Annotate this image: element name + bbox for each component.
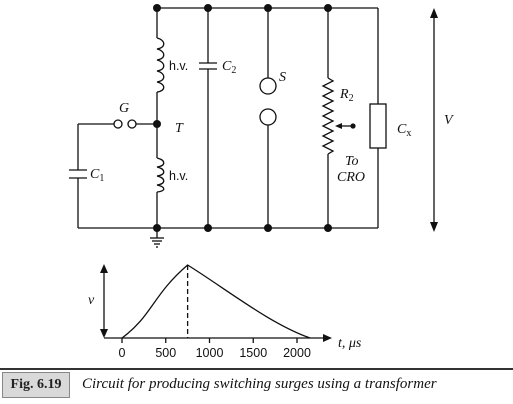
x-tick-label: 500: [155, 346, 176, 360]
label-hv-lower: h.v.: [169, 169, 188, 183]
junction-dots: [153, 4, 332, 232]
label-cx: Cx: [397, 122, 411, 139]
waveform-x-label: t, μs: [338, 336, 362, 351]
figure-number-box: Fig. 6.19: [2, 372, 70, 398]
x-tick-label: 0: [119, 346, 126, 360]
caption-rule: [0, 368, 513, 370]
test-object-cx: [369, 103, 387, 149]
cro-tap: [335, 123, 356, 129]
label-voltage-v: V: [444, 113, 454, 128]
figure-number: Fig. 6.19: [10, 377, 62, 392]
label-c2: C2: [222, 59, 236, 76]
label-transformer-t: T: [175, 121, 184, 136]
x-tick-label: 1500: [239, 346, 267, 360]
switching-surge-waveform: [121, 264, 311, 339]
transformer-upper-winding: [156, 37, 165, 93]
label-gap-g: G: [119, 101, 129, 116]
x-tick-label: 2000: [283, 346, 311, 360]
label-c1: C1: [90, 167, 104, 184]
label-to: To: [345, 154, 359, 169]
capacitor-c2: [199, 62, 217, 70]
figure-caption: Circuit for producing switching surges u…: [82, 376, 437, 392]
circuit-wires: [77, 7, 379, 238]
capacitor-c1: [69, 169, 87, 179]
ground-icon: [150, 237, 164, 248]
transformer-lower-winding: [156, 157, 165, 193]
waveform-y-label: v: [88, 293, 95, 308]
x-tick-label: 1000: [196, 346, 224, 360]
waveform-plot: 0 500 1000 1500 2000: [100, 264, 332, 360]
x-axis-ticks: 0 500 1000 1500 2000: [119, 338, 311, 360]
voltage-arrow: [430, 8, 438, 232]
sphere-gap-s: [259, 77, 277, 126]
spark-gap-g: [113, 119, 137, 129]
label-sphere-gap-s: S: [279, 70, 286, 85]
label-cro: CRO: [337, 170, 365, 185]
amplitude-arrow: [100, 264, 108, 338]
label-r2: R2: [339, 87, 354, 104]
resistor-divider-r2: [321, 77, 335, 155]
label-hv-upper: h.v.: [169, 59, 188, 73]
